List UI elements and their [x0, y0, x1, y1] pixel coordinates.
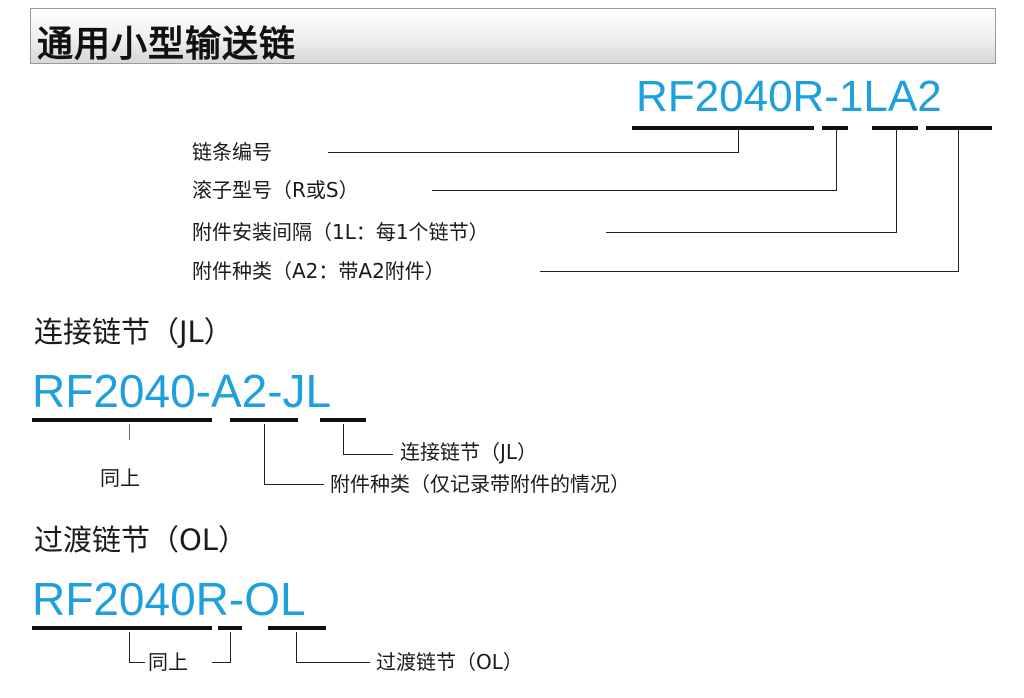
- jl-label-attachment: 附件种类（仅记录带附件的情况）: [330, 472, 630, 496]
- offset-link-heading: 过渡链节（OL）: [34, 523, 247, 557]
- jl-underline-attachment: [230, 418, 298, 422]
- title-banner: 通用小型输送链: [30, 8, 996, 65]
- leader-chain-number-h: [328, 152, 738, 153]
- ol-underline-roller: [218, 626, 242, 630]
- label-attachment-type: 附件种类（A2：带A2附件）: [192, 259, 445, 283]
- jl-leader-jl-v: [343, 424, 344, 454]
- joint-link-heading: 连接链节（JL）: [34, 315, 233, 349]
- label-chain-number: 链条编号: [192, 140, 272, 164]
- jl-label-joint: 连接链节（JL）: [400, 440, 538, 464]
- ol-label-offset: 过渡链节（OL）: [376, 650, 523, 674]
- jl-leader-same-v: [129, 424, 130, 440]
- jl-label-same: 同上: [100, 466, 140, 490]
- leader-interval-v: [896, 130, 897, 233]
- jl-underline-jl: [320, 418, 366, 422]
- ol-leader-same-right-h: [212, 662, 230, 663]
- jl-leader-attachment-h: [264, 484, 324, 485]
- leader-chain-number-v: [738, 130, 739, 153]
- jl-leader-jl-h: [343, 454, 393, 455]
- leader-attachment-v: [958, 130, 959, 272]
- ol-leader-same-left-h: [129, 662, 145, 663]
- joint-link-code: RF2040-A2-JL: [32, 365, 332, 417]
- label-roller-type: 滚子型号（R或S）: [192, 178, 359, 202]
- ol-leader-same-left-v: [129, 632, 130, 662]
- main-code: RF2040R-1LA2: [636, 72, 942, 121]
- main-underline-chain-number: [632, 126, 814, 130]
- main-underline-roller: [822, 126, 848, 130]
- ol-label-same: 同上: [148, 650, 188, 674]
- label-attachment-interval: 附件安装间隔（1L：每1个链节）: [192, 220, 489, 244]
- ol-underline-ol: [268, 626, 326, 630]
- ol-underline-chain: [32, 626, 212, 630]
- jl-leader-attachment-v: [264, 424, 265, 484]
- leader-attachment-h: [540, 271, 958, 272]
- main-underline-interval: [872, 126, 918, 130]
- leader-interval-h: [606, 232, 896, 233]
- ol-leader-ol-v: [296, 632, 297, 662]
- page-title: 通用小型输送链: [37, 24, 297, 65]
- offset-link-code: RF2040R-OL: [32, 573, 306, 625]
- leader-roller-h: [432, 190, 836, 191]
- main-underline-attachment: [926, 126, 992, 130]
- ol-leader-same-right-v: [230, 632, 231, 663]
- jl-underline-chain: [32, 418, 212, 422]
- ol-leader-ol-h: [296, 662, 370, 663]
- leader-roller-v: [836, 130, 837, 191]
